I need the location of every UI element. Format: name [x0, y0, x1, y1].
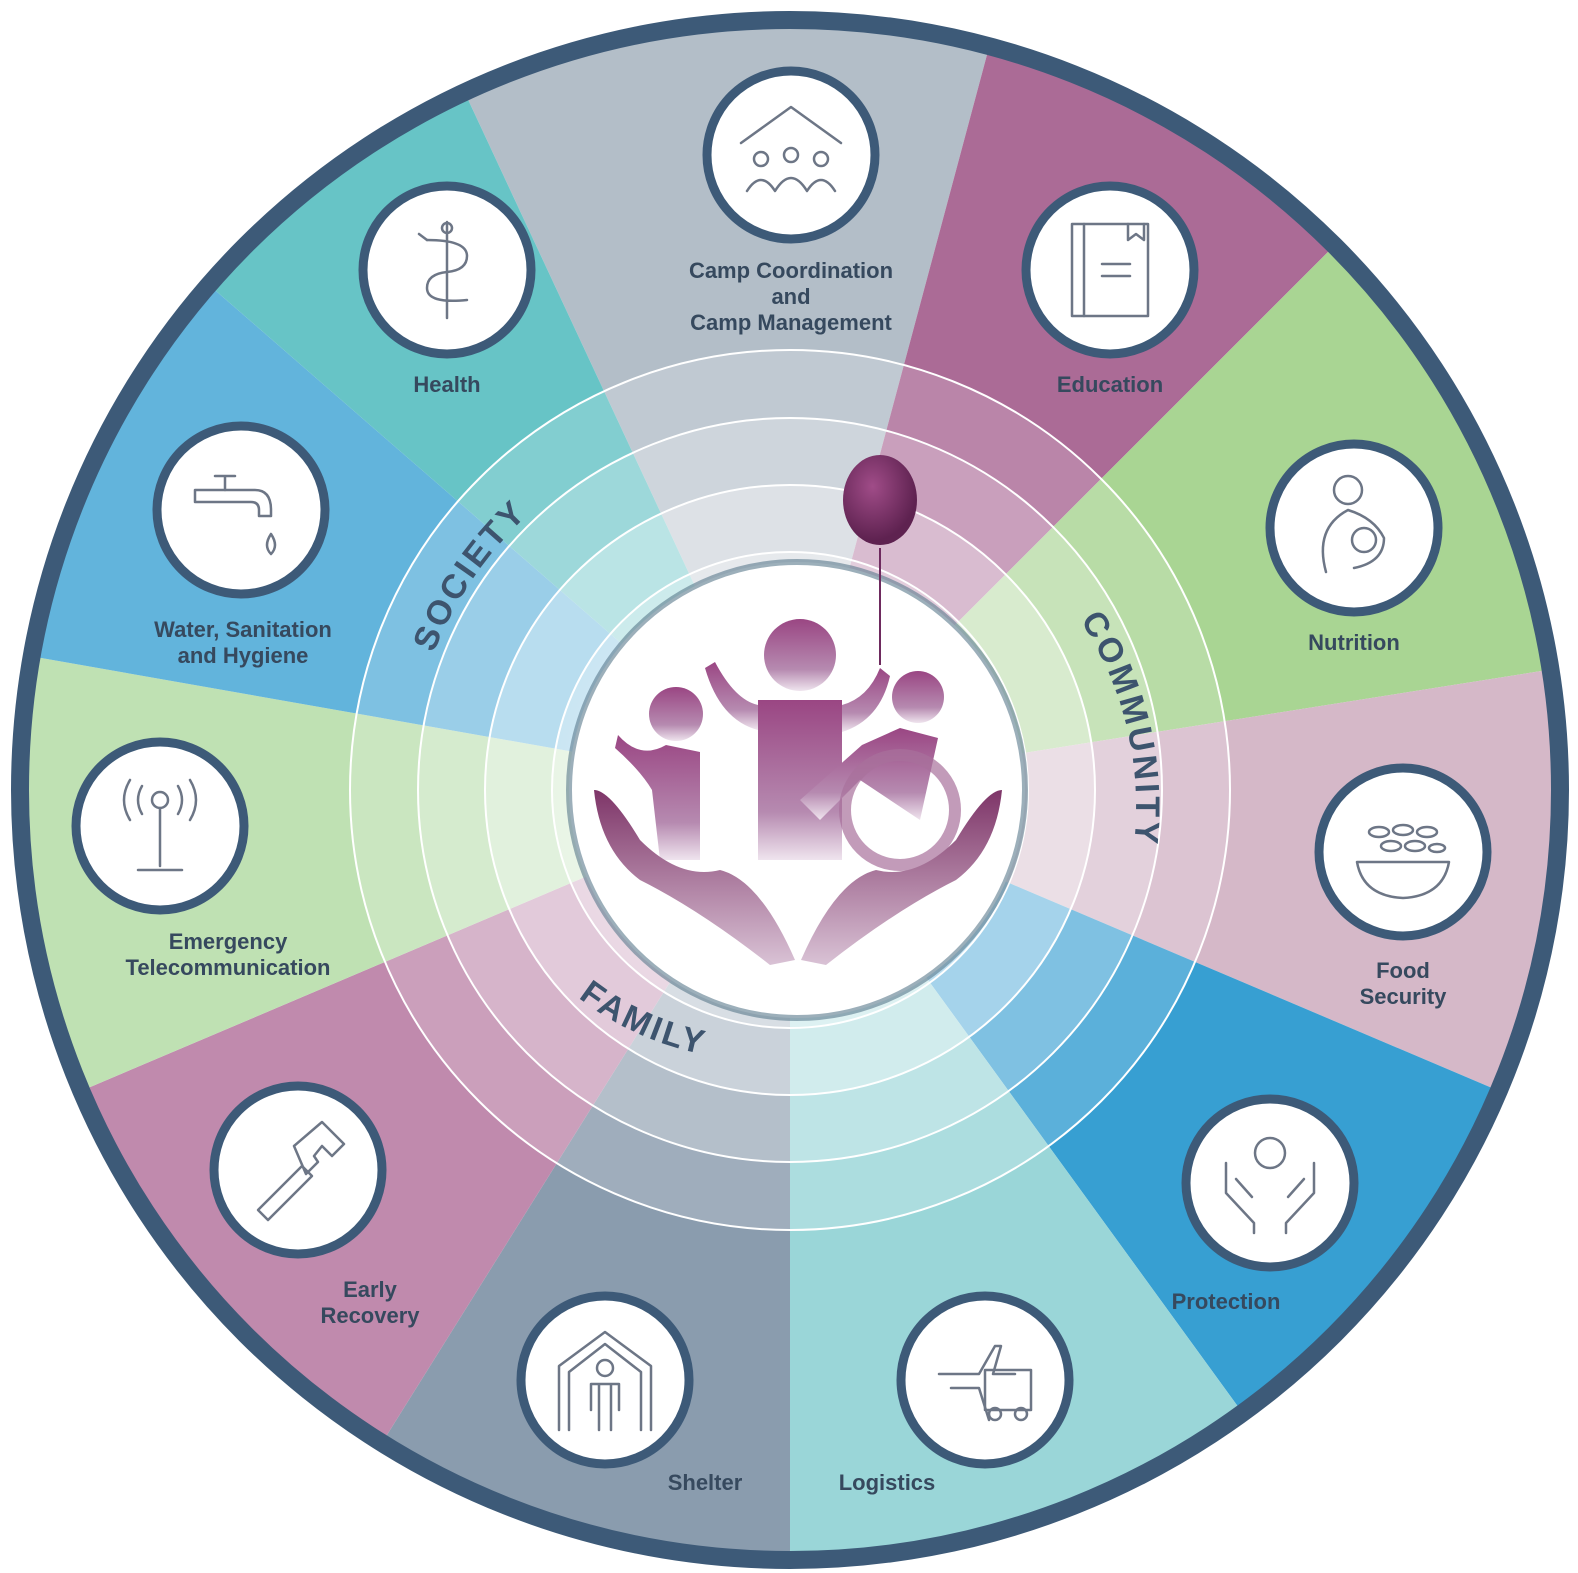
book-badge: [1021, 181, 1199, 359]
protective-hands-icon: [1224, 1136, 1316, 1235]
tent-person-icon: [557, 1330, 653, 1432]
hammer-badge: [209, 1081, 387, 1259]
outer-border: [11, 11, 1569, 1569]
caduceus-icon: [417, 220, 469, 320]
tent-person-badge: [516, 1291, 694, 1469]
family-shelter-badge: [702, 66, 880, 244]
antenna-badge: [71, 737, 249, 915]
water-tap-badge: [152, 421, 330, 599]
icon-badges: [71, 66, 1492, 1469]
antenna-icon: [122, 778, 198, 872]
mother-child-icon: [1321, 474, 1386, 574]
family-shelter-icon: [739, 105, 843, 193]
sector-education: [790, 20, 1356, 790]
sector-nutrition: [790, 224, 1560, 790]
grain-bowl-badge: [1314, 763, 1492, 941]
balloon-icon: [843, 455, 917, 545]
book-icon: [1070, 222, 1150, 318]
wheelchair-icon: [839, 749, 961, 871]
plane-truck-badge: [896, 1291, 1074, 1469]
caduceus-badge: [358, 181, 536, 359]
grain-bowl-icon: [1355, 823, 1451, 900]
mother-child-badge: [1265, 439, 1443, 617]
sector-early-recovery: [53, 790, 790, 1469]
children-figures-icon: [615, 619, 944, 860]
hammer-icon: [256, 1120, 346, 1222]
plane-truck-icon: [937, 1344, 1033, 1422]
sector-protection: [790, 790, 1527, 1438]
protective-hands-badge: [1181, 1094, 1359, 1272]
cupped-hands-icon: [594, 790, 1002, 965]
water-tap-icon: [193, 474, 277, 556]
center-emblem: [566, 455, 1028, 1021]
